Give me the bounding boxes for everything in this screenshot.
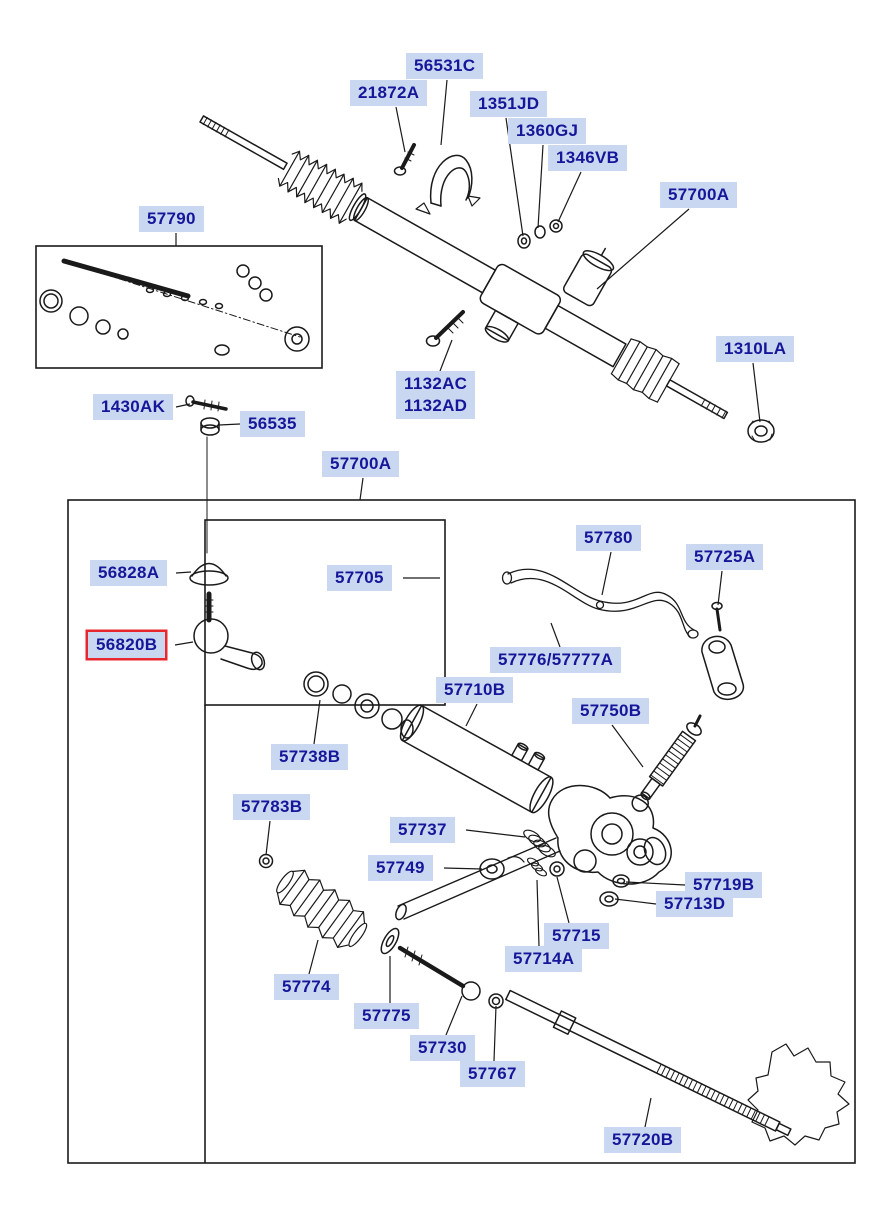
part-label-1360GJ[interactable]: 1360GJ bbox=[508, 118, 587, 144]
part-label-57714A[interactable]: 57714A bbox=[505, 946, 583, 972]
leader-line-57737 bbox=[465, 829, 526, 838]
leader-line-57719B bbox=[625, 881, 686, 886]
spring-57714A-drawing bbox=[526, 857, 548, 877]
part-label-57725A[interactable]: 57725A bbox=[686, 544, 764, 570]
oil-pipes-57780-drawing bbox=[501, 568, 699, 639]
leader-line-1310LA bbox=[752, 362, 761, 423]
plug-57715-drawing bbox=[549, 861, 565, 877]
leader-line-57783B bbox=[265, 820, 271, 856]
bolt-1430AK-drawing bbox=[185, 395, 228, 412]
leader-line-57767 bbox=[493, 1005, 497, 1062]
leader-line-57700A-main bbox=[359, 477, 364, 501]
part-label-1430AK[interactable]: 1430AK bbox=[93, 394, 174, 420]
leader-line-56820B bbox=[174, 641, 194, 646]
part-label-57738B[interactable]: 57738B bbox=[271, 744, 349, 770]
part-label-57710B[interactable]: 57710B bbox=[436, 677, 514, 703]
mount-bracket-drawing bbox=[701, 635, 744, 701]
part-label-57749[interactable]: 57749 bbox=[368, 855, 433, 881]
part-label-57713D[interactable]: 57713D bbox=[656, 891, 734, 917]
part-label-56535[interactable]: 56535 bbox=[240, 411, 305, 437]
part-label-57705[interactable]: 57705 bbox=[327, 565, 392, 591]
gear-housing-drawing bbox=[395, 784, 672, 921]
part-label-57776-57777A[interactable]: 57776/57777A bbox=[490, 647, 622, 673]
part-label-57750B[interactable]: 57750B bbox=[572, 698, 650, 724]
part-label-56531C[interactable]: 56531C bbox=[406, 53, 484, 79]
part-label-57715[interactable]: 57715 bbox=[544, 923, 609, 949]
part-label-57774[interactable]: 57774 bbox=[274, 974, 339, 1000]
tie-rod-end-56820B-drawing bbox=[193, 591, 266, 671]
nut-1310LA-drawing bbox=[747, 419, 775, 443]
leader-line-1430AK bbox=[175, 403, 191, 408]
part-label-21872A[interactable]: 21872A bbox=[350, 80, 428, 106]
cap-washers-drawing bbox=[599, 838, 654, 907]
group-box-sub-assembly-57705 bbox=[204, 519, 446, 706]
pinion-valve-57750B-drawing bbox=[631, 714, 702, 812]
bolt-21872A-drawing bbox=[393, 143, 416, 176]
part-label-1132AC-1132AD[interactable]: 1132AC 1132AD bbox=[396, 371, 476, 419]
washer-57775-drawing bbox=[380, 927, 400, 955]
leader-line-57714A bbox=[536, 879, 540, 947]
bolt-1132-drawing bbox=[425, 310, 465, 347]
steering-gear-drawing bbox=[199, 115, 775, 443]
bushings-57738B-drawing bbox=[303, 671, 414, 739]
part-label-56828A[interactable]: 56828A bbox=[90, 560, 168, 586]
leader-line-57700A-top bbox=[596, 208, 690, 290]
spring-57737-drawing bbox=[523, 829, 556, 858]
leader-line-57730 bbox=[445, 995, 463, 1036]
part-label-57780[interactable]: 57780 bbox=[576, 525, 641, 551]
mounting-clamp-drawing bbox=[415, 154, 481, 215]
leader-line-56828A bbox=[175, 571, 192, 574]
bolt-57725A-drawing bbox=[711, 601, 723, 632]
part-label-57783B[interactable]: 57783B bbox=[233, 794, 311, 820]
leader-line-1360GJ bbox=[537, 144, 544, 229]
part-label-57720B[interactable]: 57720B bbox=[604, 1127, 682, 1153]
leader-line-1346VB bbox=[557, 171, 582, 223]
washers-drawing bbox=[517, 219, 563, 249]
bellows-57774-drawing bbox=[276, 869, 368, 949]
leader-line-1132AC-1132AD bbox=[439, 339, 453, 372]
leader-line-57749 bbox=[443, 867, 483, 870]
part-label-57730[interactable]: 57730 bbox=[410, 1035, 475, 1061]
part-label-57700A-top[interactable]: 57700A bbox=[660, 182, 738, 208]
leader-line-57780 bbox=[601, 551, 612, 596]
leader-line-57750B bbox=[611, 724, 644, 768]
seal-kit-57790-drawing bbox=[39, 258, 310, 356]
valve-housing-57710B-drawing bbox=[399, 704, 554, 814]
leader-line-57725A bbox=[717, 570, 723, 606]
leader-line-57715 bbox=[556, 876, 570, 924]
leader-line-57713D bbox=[614, 898, 657, 905]
leader-line-56531C bbox=[440, 79, 448, 146]
leader-line-57776-57777A bbox=[550, 622, 561, 648]
leader-line-57720B bbox=[644, 1097, 652, 1128]
dust-cover-56828A-drawing bbox=[189, 562, 229, 586]
part-label-57700A-main[interactable]: 57700A bbox=[322, 451, 400, 477]
leader-line-21872A bbox=[395, 106, 406, 153]
part-label-1310LA[interactable]: 1310LA bbox=[716, 336, 795, 362]
part-label-1346VB[interactable]: 1346VB bbox=[548, 145, 628, 171]
part-label-56820B[interactable]: 56820B bbox=[88, 632, 166, 658]
group-box-seal-kit-57790 bbox=[35, 245, 323, 369]
inner-tie-rod-57730-drawing bbox=[397, 945, 481, 1001]
group-box-gear-assembly-57700A bbox=[67, 499, 856, 1164]
part-label-57775[interactable]: 57775 bbox=[354, 1003, 419, 1029]
part-label-57767[interactable]: 57767 bbox=[460, 1061, 525, 1087]
part-label-57737[interactable]: 57737 bbox=[390, 817, 455, 843]
leader-line-57738B bbox=[313, 699, 321, 745]
leader-line-57710B bbox=[465, 703, 478, 727]
leader-line-56535 bbox=[218, 423, 241, 426]
leader-line-57774 bbox=[308, 939, 319, 975]
part-label-57790[interactable]: 57790 bbox=[139, 206, 204, 232]
nut-56535-drawing bbox=[200, 417, 220, 436]
part-label-1351JD[interactable]: 1351JD bbox=[470, 91, 548, 117]
rack-bar-57720B-drawing bbox=[505, 989, 850, 1146]
